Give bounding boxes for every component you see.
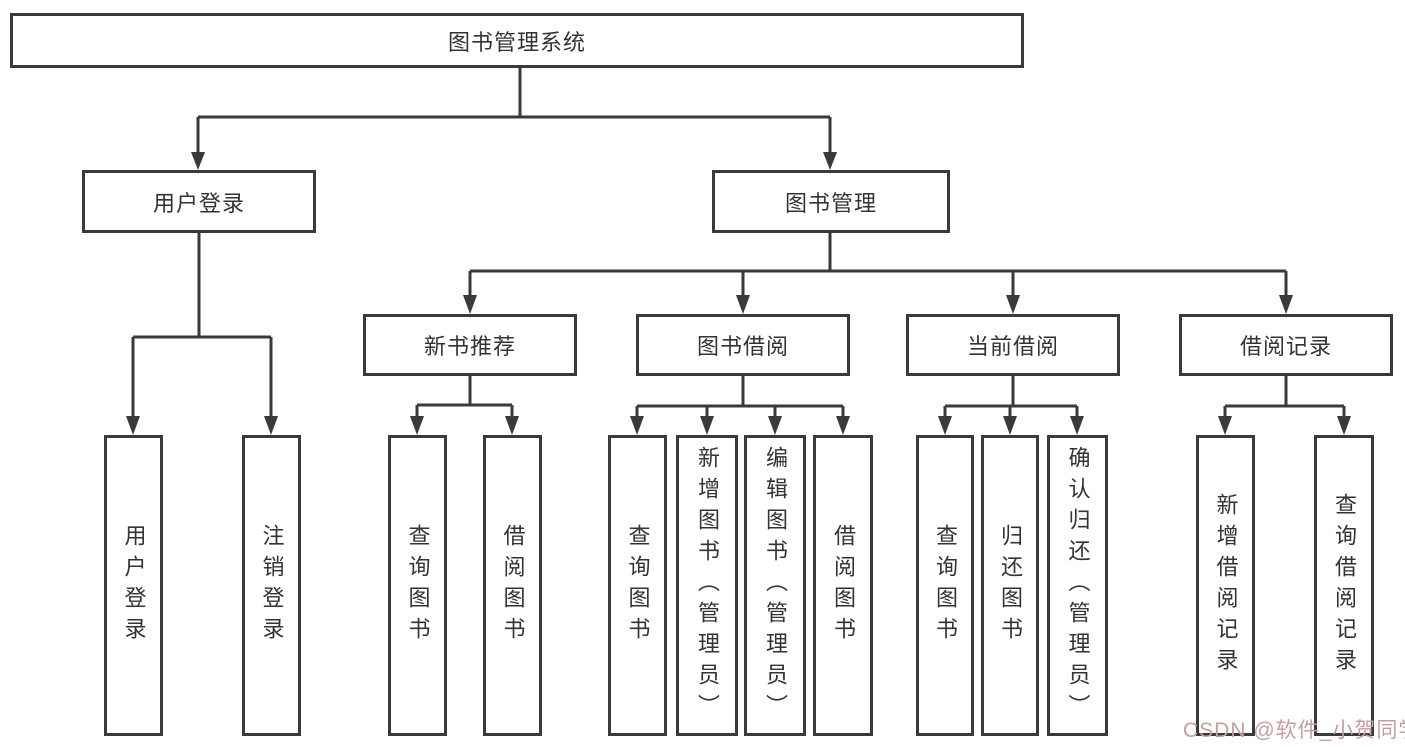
arrow-down-icon <box>1337 416 1351 435</box>
node-leaf-confirm-return-admin: 确认归还（管理员） <box>1047 435 1108 736</box>
arrow-down-icon <box>126 416 140 435</box>
arrow-down-icon <box>505 416 519 435</box>
node-current-borrowing: 当前借阅 <box>906 314 1120 376</box>
leaf-label: 归还图书 <box>998 523 1023 648</box>
csdn-watermark: CSDN @软件_小贺同学 <box>1183 719 1405 742</box>
leaf-label: 查询图书 <box>405 523 431 648</box>
node-leaf-edit-books-admin: 编辑图书（管理员） <box>744 435 806 736</box>
node-leaf-borrow-books-1: 借阅图书 <box>483 435 542 736</box>
arrow-down-icon <box>1006 295 1020 314</box>
arrow-down-icon <box>736 295 750 314</box>
leaf-label: 新增借阅记录 <box>1213 492 1239 679</box>
arrow-down-icon <box>768 416 782 435</box>
node-book-borrowing: 图书借阅 <box>636 314 850 376</box>
leaf-label: 查询借阅记录 <box>1332 492 1357 679</box>
arrow-down-icon <box>264 416 278 435</box>
arrow-down-icon <box>191 152 205 170</box>
leaf-label: 确认归还（管理员） <box>1065 446 1091 725</box>
leaf-label: 新增图书（管理员） <box>695 446 720 725</box>
arrow-down-icon <box>836 416 850 435</box>
node-new-book-recommend: 新书推荐 <box>363 314 577 376</box>
node-book-management: 图书管理 <box>712 170 950 233</box>
node-leaf-add-borrow-record: 新增借阅记录 <box>1196 435 1255 736</box>
leaf-label: 借阅图书 <box>500 523 526 648</box>
arrow-down-icon <box>938 416 952 435</box>
arrow-down-icon <box>1218 416 1232 435</box>
node-borrowing-records: 借阅记录 <box>1179 314 1393 376</box>
arrow-down-icon <box>1003 416 1017 435</box>
node-leaf-return-books: 归还图书 <box>981 435 1039 736</box>
node-leaf-query-books-1: 查询图书 <box>388 435 447 736</box>
leaf-label: 查询图书 <box>625 523 651 648</box>
node-leaf-query-books-3: 查询图书 <box>916 435 974 736</box>
arrow-down-icon <box>410 416 424 435</box>
node-leaf-user-login: 用户登录 <box>104 435 163 736</box>
arrow-down-icon <box>630 416 644 435</box>
arrow-down-icon <box>1279 295 1293 314</box>
arrow-down-icon <box>823 152 837 170</box>
leaf-label: 用户登录 <box>121 523 147 648</box>
node-leaf-add-books-admin: 新增图书（管理员） <box>676 435 738 736</box>
node-root: 图书管理系统 <box>10 13 1024 68</box>
node-user-login: 用户登录 <box>82 170 316 233</box>
node-leaf-borrow-books-2: 借阅图书 <box>813 435 873 736</box>
arrow-down-icon <box>463 295 477 314</box>
leaf-label: 查询图书 <box>933 523 958 648</box>
leaf-label: 编辑图书（管理员） <box>763 446 788 725</box>
arrow-down-icon <box>1070 416 1084 435</box>
node-leaf-query-borrow-record: 查询借阅记录 <box>1314 435 1374 736</box>
leaf-label: 注销登录 <box>259 523 285 648</box>
leaf-label: 借阅图书 <box>831 523 856 648</box>
arrow-down-icon <box>700 416 714 435</box>
node-leaf-query-books-2: 查询图书 <box>608 435 667 736</box>
node-leaf-logout: 注销登录 <box>242 435 301 736</box>
